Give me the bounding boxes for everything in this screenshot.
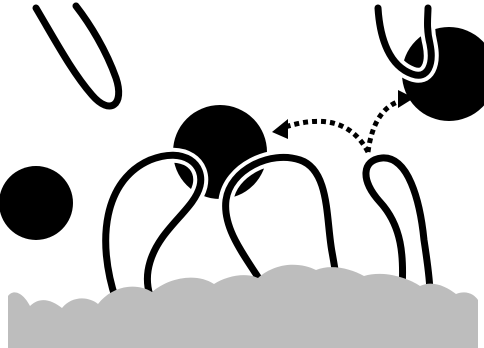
- arrow-head-center: [272, 119, 288, 139]
- polymer-tail-top-left: [36, 6, 119, 106]
- polymer-loop-right: [366, 158, 430, 294]
- surface: [8, 265, 478, 348]
- particle-left: [0, 166, 73, 240]
- arrow-to-center-particle: [282, 121, 368, 152]
- arrow-to-top-right-particle: [368, 100, 404, 152]
